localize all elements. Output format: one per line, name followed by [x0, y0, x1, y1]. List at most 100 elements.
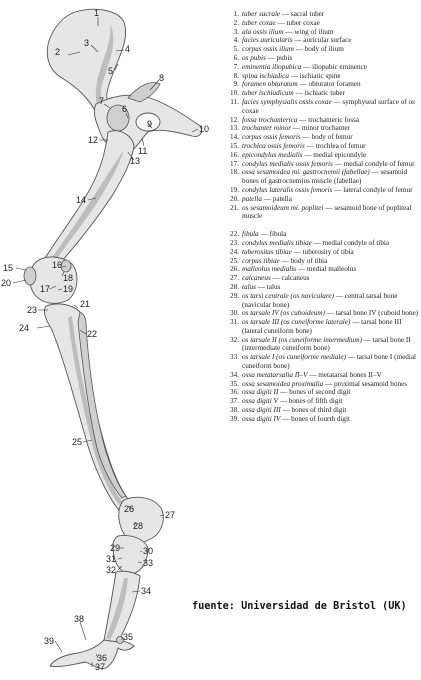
- calcaneus-talus: [118, 496, 164, 544]
- legend-item: 37.ossa digiti V — bones of fifth digit: [227, 397, 421, 406]
- source-credit: fuente: Universidad de Bristol (UK): [192, 601, 407, 612]
- legend-latin-term: os tarsale III (os cuneiforme laterale): [242, 318, 351, 327]
- legend-latin-term: os tarsale II (os cuneiforme intermedium…: [242, 335, 362, 344]
- label-3: 3: [84, 38, 89, 48]
- legend-english-term: patella: [272, 194, 292, 203]
- fibula: [77, 311, 127, 499]
- legend-latin-term: eminentia iliopubica: [242, 62, 302, 71]
- legend-item: 32.os tarsale II (os cuneiforme intermed…: [227, 336, 421, 354]
- legend-item: 25.corpus tibiae — body of tibia: [227, 257, 421, 266]
- legend-item: 12.fossa trochanterica — trochanteric fo…: [227, 116, 421, 125]
- legend-english-term: sacral tuber: [290, 10, 325, 18]
- legend-english-term: medial condyle of tibia: [322, 238, 390, 247]
- legend-latin-term: trochlea ossis femoris: [242, 141, 305, 150]
- legend-latin-term: corpus tibiae: [242, 256, 280, 265]
- legend-latin-term: ossa digiti II: [242, 388, 279, 397]
- legend-number: 32.: [230, 335, 239, 344]
- label-8: 8: [159, 73, 164, 83]
- legend-latin-term: malleolus medialis: [242, 265, 297, 274]
- legend-number: 12.: [230, 115, 239, 124]
- legend-english-term: proximal sesamoid bones: [333, 379, 408, 388]
- legend-item: 22.fibula — fibula: [227, 230, 421, 239]
- legend-item: 24.tuberositas tibiae — tuberosity of ti…: [227, 248, 421, 257]
- label-19: 19: [63, 284, 73, 294]
- legend-number: 7.: [233, 62, 239, 71]
- label-26: 26: [124, 504, 134, 514]
- legend-item: 36.ossa digiti II — bones of second digi…: [227, 388, 421, 397]
- legend-item: 28.talus — talus: [227, 283, 421, 292]
- label-14: 14: [76, 195, 86, 205]
- legend-number: 29.: [230, 291, 239, 300]
- label-18: 18: [63, 273, 73, 283]
- legend-english-term: pubis: [276, 53, 293, 62]
- legend-latin-term: tuber ischiadicum: [242, 89, 294, 98]
- legend-english-term: fibula: [269, 230, 287, 239]
- legend-english-term: bones of fifth digit: [288, 397, 343, 406]
- legend-number: 39.: [230, 414, 239, 423]
- label-17: 17: [40, 284, 50, 294]
- legend-item: 1.tuber sacrale — sacral tuber: [227, 10, 421, 19]
- label-2: 2: [55, 47, 60, 57]
- label-32: 32: [106, 565, 116, 575]
- legend-item: 6.os pubis — pubis: [227, 54, 421, 63]
- legend-latin-term: ossa digiti V: [242, 397, 278, 406]
- legend-english-term: bones of third digit: [291, 406, 347, 415]
- label-10: 10: [199, 124, 209, 134]
- legend-english-term: trochlea of femur: [315, 141, 366, 150]
- legend-english-term: sesamoid bones of gastrocnemius muscle (…: [242, 168, 408, 186]
- legend-latin-term: fossa trochanterica: [242, 115, 298, 124]
- label-15: 15: [3, 263, 13, 273]
- label-22: 22: [87, 329, 97, 339]
- label-25: 25: [72, 437, 82, 447]
- legend-english-term: symphyseal surface of os coxae: [242, 97, 415, 115]
- legend-item: 33.os tarsale I (os cuneiforme mediale) …: [227, 353, 421, 371]
- legend-item: 14.corpus ossis femoris — body of femur: [227, 133, 421, 142]
- digits: [49, 639, 135, 669]
- legend-latin-term: os tarsale IV (os cuboideum): [242, 309, 325, 318]
- label-7: 7: [99, 96, 104, 106]
- legend-english-term: auricular surface: [303, 36, 352, 45]
- legend-english-term: calcaneus: [281, 274, 310, 283]
- legend-number: 19.: [230, 185, 239, 194]
- legend-latin-term: corpus ossis femoris: [242, 133, 301, 142]
- legend-latin-term: facies auricularis: [242, 36, 293, 45]
- legend-english-term: tarsal bone I (medial cuneiform bone): [242, 353, 417, 371]
- legend-number: 27.: [230, 274, 239, 283]
- legend-latin-term: ossa metatarsalia II–V: [242, 370, 308, 379]
- label-36: 36: [97, 653, 107, 663]
- legend-item: 10.tuber ischiadicum — ischiatic tuber: [227, 89, 421, 98]
- bone-drawing: [23, 8, 203, 669]
- legend-number: 6.: [233, 53, 239, 62]
- legend-item: 3.ala ossis ilium — wing of ilium: [227, 28, 421, 37]
- legend-item: 23.condylus medialis tibiae — medial con…: [227, 239, 421, 248]
- legend-latin-term: ossa digiti IV: [242, 414, 281, 423]
- legend-number: 30.: [230, 309, 239, 318]
- label-34: 34: [141, 586, 151, 596]
- legend-item: 13.trochanter minor — minor trochanter: [227, 124, 421, 133]
- legend-item: 35.ossa sesamoidea proximalia — proximal…: [227, 380, 421, 389]
- legend-number: 1.: [233, 10, 239, 18]
- legend-item: 26.malleolus medialis — medial malleolus: [227, 265, 421, 274]
- label-33: 33: [143, 558, 153, 568]
- legend-number: 38.: [230, 406, 239, 415]
- legend-english-term: body of femur: [311, 133, 353, 142]
- legend-item: 11.facies symphysialis ossis coxae — sym…: [227, 98, 421, 116]
- legend-number: 25.: [230, 256, 239, 265]
- legend-number: 18.: [230, 168, 239, 177]
- legend-number: 13.: [230, 124, 239, 133]
- ischiatic-spine: [127, 82, 161, 103]
- legend-english-term: bones of fourth digit: [291, 414, 351, 423]
- label-28: 28: [133, 521, 143, 531]
- part-number-labels: 1 2 3 4 5 6 7 8 9 10 11 12 13 14 15 16 1…: [1, 8, 209, 672]
- legend-item: 17.condylus medialis ossis femoris — med…: [227, 160, 421, 169]
- legend-english-term: metatarsal bones II–V: [318, 370, 382, 379]
- legend-item: 7.eminentia iliopubica — iliopubic emine…: [227, 63, 421, 72]
- legend-item: 34.ossa metatarsalia II–V — metatarsal b…: [227, 371, 421, 380]
- legend-number: 24.: [230, 247, 239, 256]
- label-39: 39: [44, 636, 54, 646]
- legend-english-term: tuber coxae: [286, 18, 320, 27]
- legend-latin-term: talus: [242, 282, 256, 291]
